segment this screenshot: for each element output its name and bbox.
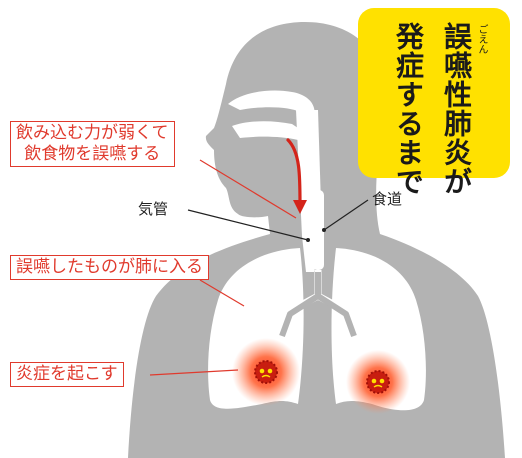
trachea-label: 気管 bbox=[138, 200, 169, 218]
nasal-cavity bbox=[228, 90, 316, 118]
step1-label: 飲み込む力が弱くて 飲食物を誤嚥する bbox=[10, 121, 175, 167]
step1-line2: 飲食物を誤嚥する bbox=[24, 144, 161, 164]
swallow-arrow bbox=[286, 138, 302, 206]
germ-icon bbox=[254, 360, 278, 384]
esophagus bbox=[312, 190, 324, 270]
oral-cavity bbox=[232, 121, 304, 140]
connector-esophagus bbox=[323, 199, 369, 231]
esophagus-label: 食道 bbox=[372, 190, 403, 208]
title-line1: 誤嚥性肺炎が bbox=[440, 22, 473, 196]
connector-step3 bbox=[149, 369, 239, 376]
title-ruby: ごえん bbox=[476, 24, 487, 54]
germ-icon bbox=[366, 370, 390, 394]
bronchi-lines bbox=[279, 272, 357, 338]
step2-label: 誤嚥したものが肺に入る bbox=[10, 255, 209, 280]
connector-step1 bbox=[199, 159, 297, 219]
connector-step2 bbox=[199, 279, 245, 307]
connector-trachea bbox=[187, 209, 309, 241]
step3-label: 炎症を起こす bbox=[10, 362, 124, 387]
title-box: 誤嚥性肺炎が ごえん 発症するまで bbox=[358, 8, 510, 196]
title-line2: 発症するまで bbox=[392, 22, 425, 196]
step1-line1: 飲み込む力が弱くて bbox=[16, 123, 169, 143]
arrow-head-icon bbox=[293, 200, 307, 214]
